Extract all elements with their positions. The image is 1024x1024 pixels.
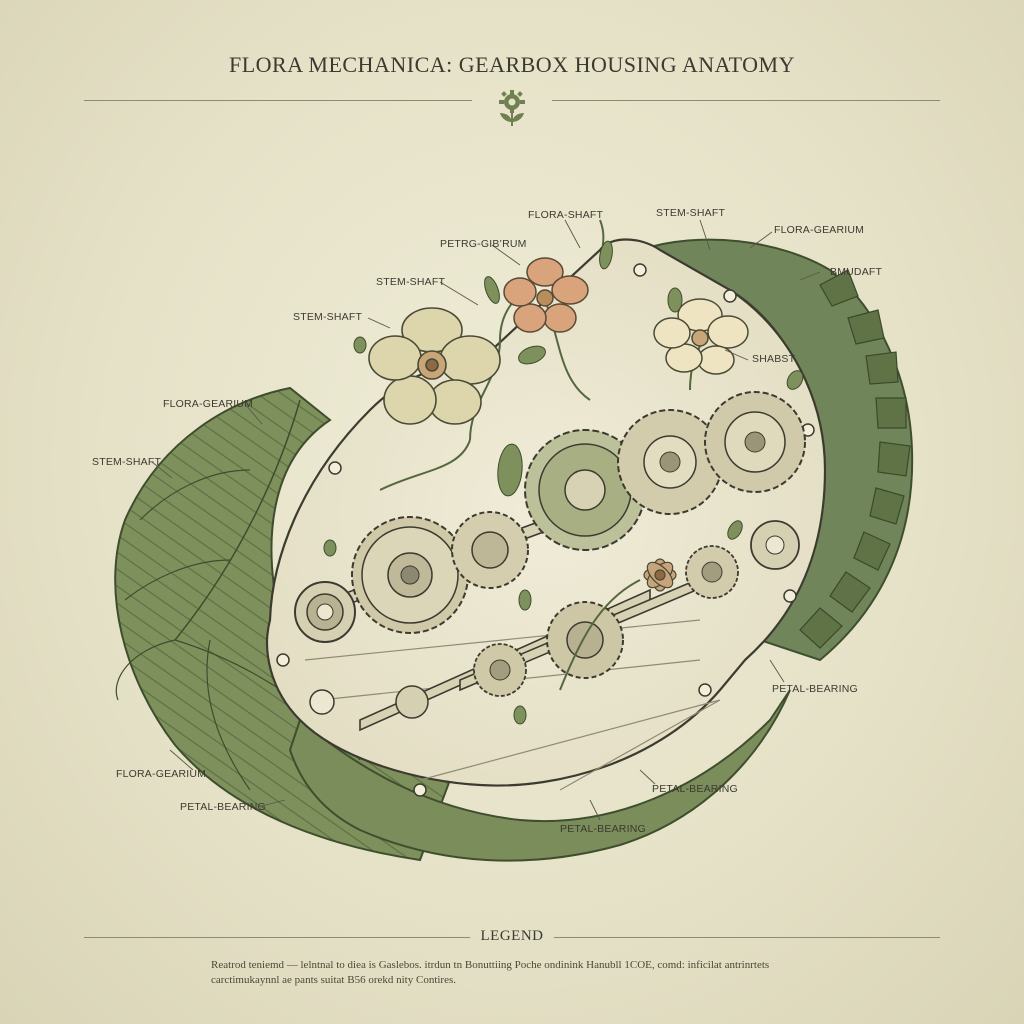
legend-rule-left [84, 937, 470, 938]
gear-right-far [704, 391, 806, 493]
label-stem-shaft-left: STEM-SHAFT [92, 456, 161, 468]
bearing-lower-left [309, 685, 429, 719]
gear-right-upper [617, 409, 723, 515]
bearing-left [294, 581, 356, 643]
title-rule-left [84, 100, 472, 101]
gear-middle [451, 511, 529, 589]
washer-right [750, 520, 800, 570]
legend-line-1: Reatrod teniemd — lelntnal to diea is Ga… [211, 959, 770, 971]
gear-lower-center [546, 601, 624, 679]
right-toothed-shell [637, 238, 914, 662]
label-flora-gearium-left: FLORA-GEARIUM [163, 398, 253, 410]
legend-title: LEGEND [480, 928, 544, 944]
flower-large-left [368, 307, 501, 425]
label-bmudaft: BMUDAFT [830, 266, 883, 278]
label-stem-shaft-upper: STEM-SHAFT [376, 276, 445, 288]
leader-lines [151, 219, 821, 821]
label-stem-shaft-left-upper: STEM-SHAFT [293, 311, 362, 323]
small-leaves [323, 240, 804, 725]
flower-pinwheel-lower [643, 558, 677, 592]
gear-center-large [524, 429, 646, 551]
legend-text: Reatrod teniemd — lelntnal to diea is Ga… [211, 958, 851, 988]
label-flora-gearium-bottom-left: FLORA-GEARIUM [116, 768, 206, 780]
gear-left-large [351, 516, 469, 634]
gear-lower-right [685, 545, 739, 599]
label-petal-bearing-bottom-left: PETAL-BEARING [180, 801, 266, 813]
label-petal-bearing-bottom-center: PETAL-BEARING [560, 823, 646, 835]
legend-line-2: carctimukaynnl ae pants suitat B56 orekd… [211, 974, 457, 986]
label-petal-bearing-bottom-mid: PETAL-BEARING [652, 783, 738, 795]
label-petrg-gib-rum: PETRG-GIB’RUM [440, 238, 527, 250]
flower-peach-top [503, 257, 589, 333]
gear-lower-left [473, 643, 527, 697]
label-flora-shaft-top: FLORA-SHAFT [528, 209, 604, 221]
title-rule-right [552, 100, 940, 101]
page-title: FLORA MECHANICA: GEARBOX HOUSING ANATOMY [229, 52, 795, 77]
bottom-leafy-base [288, 689, 791, 862]
legend-rule-right [554, 937, 940, 938]
label-petal-bearing-right: PETAL-BEARING [772, 683, 858, 695]
flower-cream-right [653, 298, 749, 375]
label-stem-shaft-top-right: STEM-SHAFT [656, 207, 725, 219]
label-shabst: SHABST [752, 353, 796, 365]
gear-flower-emblem-icon [499, 90, 525, 126]
label-flora-gearium-top-right: FLORA-GEARIUM [774, 224, 864, 236]
